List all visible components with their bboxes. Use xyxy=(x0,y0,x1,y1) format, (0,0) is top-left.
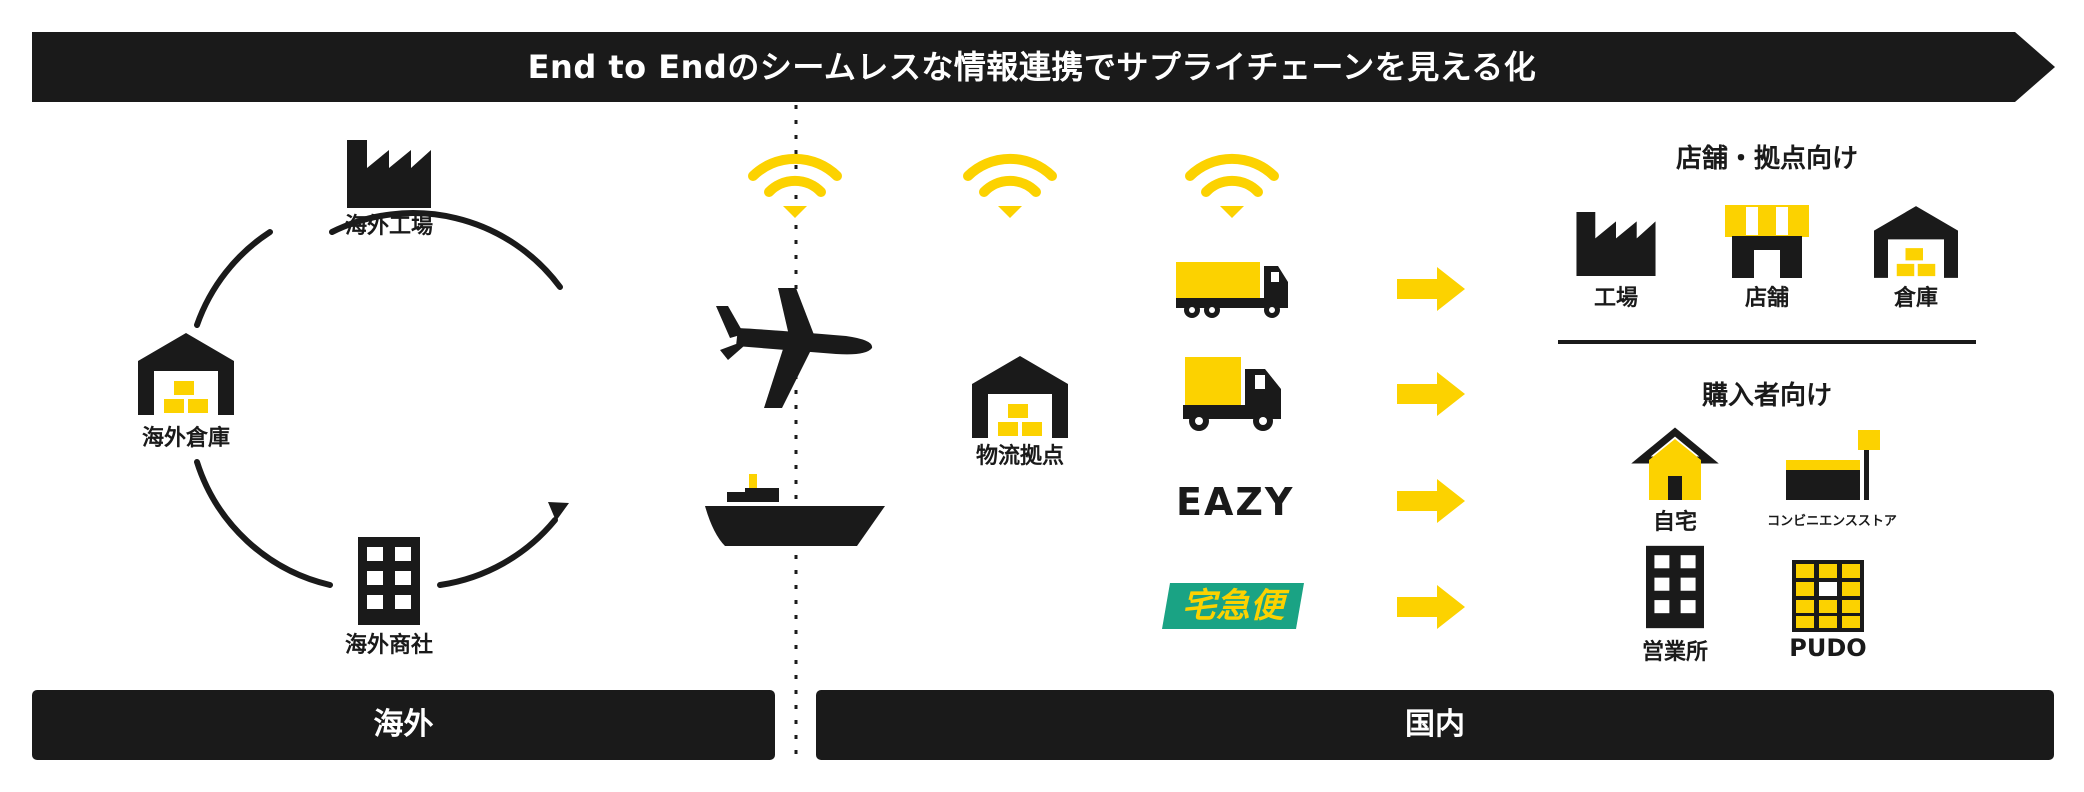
buyer-pudo-label: PUDO xyxy=(1789,634,1867,662)
warehouse-icon xyxy=(972,356,1068,438)
ship-icon xyxy=(705,474,885,546)
home-icon xyxy=(1631,427,1719,500)
stores-heading: 店舗・拠点向け xyxy=(1675,144,1859,174)
convenience-store-icon xyxy=(1786,430,1880,500)
airplane-icon xyxy=(716,288,873,408)
overseas-warehouse-label: 海外倉庫 xyxy=(141,426,231,451)
takkyubin-logo-bg xyxy=(1162,583,1304,629)
factory-icon xyxy=(1576,212,1656,276)
footer-overseas: 海外 xyxy=(32,690,775,760)
large-truck-icon xyxy=(1176,262,1288,318)
store-shop-label: 店舗 xyxy=(1744,286,1790,311)
overseas-trading-label: 海外商社 xyxy=(344,633,434,658)
wifi-icon xyxy=(748,153,842,218)
factory-icon xyxy=(347,140,431,208)
buyers-heading: 購入者向け xyxy=(1701,381,1833,411)
takkyubin-logo: 宅急便 xyxy=(1182,586,1284,626)
store-warehouse-label: 倉庫 xyxy=(1893,286,1939,311)
logistics-hub-label: 物流拠点 xyxy=(975,444,1065,469)
banner: End to Endのシームレスな情報連携でサプライチェーンを見える化 xyxy=(32,32,2032,102)
wifi-icon xyxy=(1185,153,1279,218)
eazy-logo: EAZY xyxy=(1176,480,1295,524)
warehouse-icon xyxy=(1874,206,1958,278)
arrow-right-icon xyxy=(1397,372,1465,416)
locker-icon xyxy=(1792,560,1864,632)
overseas-factory-label: 海外工場 xyxy=(344,214,434,239)
banner-title: End to Endのシームレスな情報連携でサプライチェーンを見える化 xyxy=(527,48,1537,86)
buyer-convenience-label: コンビニエンスストア xyxy=(1767,514,1897,529)
arrow-right-icon xyxy=(1397,267,1465,311)
small-truck-icon xyxy=(1183,357,1281,431)
banner-arrow xyxy=(32,32,2055,102)
buyer-sales-office-label: 営業所 xyxy=(1641,640,1709,665)
arrow-right-icon xyxy=(1397,479,1465,523)
office-building-icon xyxy=(358,537,420,625)
arrow-right-icon xyxy=(1397,585,1465,629)
office-building-icon xyxy=(1646,545,1704,629)
store-factory-label: 工場 xyxy=(1593,286,1639,311)
store-icon xyxy=(1725,205,1809,278)
wifi-icon xyxy=(963,153,1057,218)
footer-domestic: 国内 xyxy=(816,690,2054,760)
warehouse-icon xyxy=(138,333,234,415)
buyer-home-label: 自宅 xyxy=(1652,510,1698,535)
section-divider xyxy=(1558,340,1976,344)
